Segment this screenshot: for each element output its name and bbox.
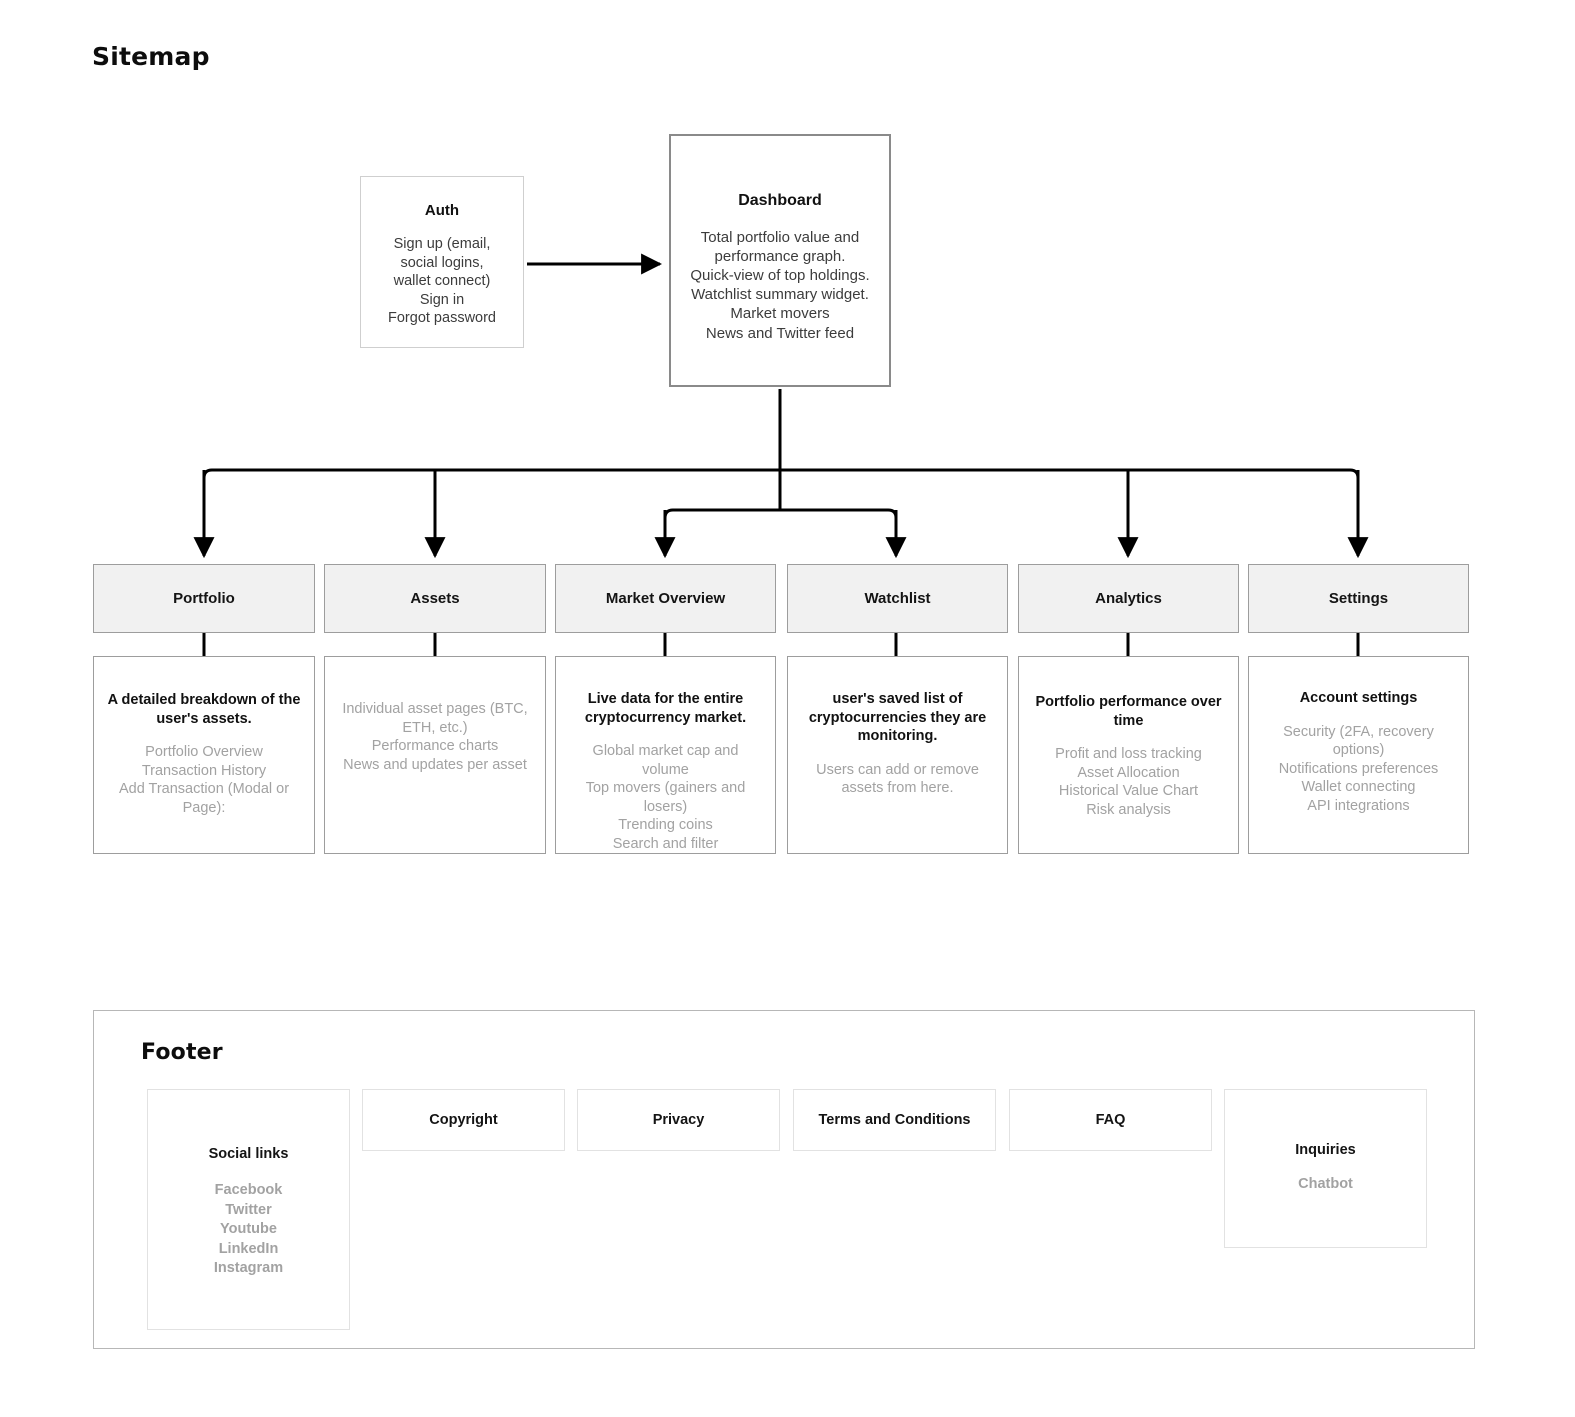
dashboard-line: News and Twitter feed	[705, 324, 855, 342]
footer-title: Footer	[141, 1040, 223, 1065]
detail-line: Profit and loss tracking	[1055, 746, 1202, 763]
detail-line: Wallet connecting	[1301, 779, 1416, 796]
detail-line: Global market cap and volume	[592, 743, 739, 778]
footer-inquiries-item[interactable]: Chatbot	[1298, 1175, 1353, 1195]
detail-line: ETH, etc.)	[402, 719, 468, 736]
footer-social-links-box[interactable]: Social links Facebook Twitter Youtube Li…	[147, 1089, 350, 1330]
auth-line: social logins,	[400, 254, 484, 271]
social-link-youtube[interactable]: Youtube	[220, 1221, 277, 1238]
detail-line: Asset Allocation	[1077, 764, 1180, 781]
footer-link-privacy[interactable]: Privacy	[577, 1089, 780, 1151]
chatbot-link[interactable]: Chatbot	[1298, 1176, 1353, 1192]
section-detail-assets[interactable]: Individual asset pages (BTC, ETH, etc.) …	[324, 656, 546, 854]
social-link-facebook[interactable]: Facebook	[214, 1182, 283, 1198]
footer-link-label: Privacy	[652, 1112, 705, 1128]
footer-link-terms-and-conditions[interactable]: Terms and Conditions	[793, 1089, 996, 1151]
detail-line: Users can add or remove	[816, 761, 979, 778]
detail-body: Security (2FA, recovery options) Notific…	[1279, 723, 1439, 816]
auth-line: Sign up (email,	[393, 236, 491, 253]
section-detail-watchlist[interactable]: user's saved list of cryptocurrencies th…	[787, 656, 1008, 854]
detail-title: Live data for the entire cryptocurrency …	[584, 691, 747, 726]
footer-social-label: Social links	[208, 1146, 289, 1162]
edge-secondary-bus	[663, 508, 898, 522]
detail-line: Top movers (gainers and	[585, 780, 746, 797]
node-auth-title: Auth	[424, 202, 460, 219]
social-link-linkedin[interactable]: LinkedIn	[218, 1240, 279, 1257]
node-auth-body: Sign up (email, social logins, wallet co…	[388, 235, 496, 328]
section-detail-analytics[interactable]: Portfolio performance over time Profit a…	[1018, 656, 1239, 854]
detail-body: Profit and loss tracking Asset Allocatio…	[1055, 745, 1202, 819]
detail-line: Risk analysis	[1086, 801, 1171, 818]
footer-inquiries-label: Inquiries	[1295, 1142, 1356, 1158]
detail-line: assets from here.	[841, 780, 954, 797]
detail-line: News and updates per asset	[343, 756, 527, 773]
node-dashboard[interactable]: Dashboard Total portfolio value and perf…	[669, 134, 891, 387]
auth-line: Sign in	[419, 291, 465, 308]
footer-link-label: Terms and Conditions	[818, 1112, 971, 1128]
social-link-twitter[interactable]: Twitter	[225, 1201, 272, 1218]
detail-line: Notifications preferences	[1278, 760, 1439, 777]
detail-line: losers)	[643, 798, 688, 815]
detail-line: API integrations	[1307, 797, 1410, 814]
footer-inquiries-box[interactable]: Inquiries Chatbot	[1224, 1089, 1427, 1248]
detail-line: Transaction History	[141, 762, 267, 779]
node-dashboard-body: Total portfolio value and performance gr…	[690, 228, 869, 343]
detail-title: A detailed breakdown of the user's asset…	[107, 692, 301, 727]
footer-social-list: Facebook Twitter Youtube LinkedIn Instag…	[214, 1181, 283, 1279]
footer-link-label: Copyright	[429, 1112, 498, 1128]
detail-body: Individual asset pages (BTC, ETH, etc.) …	[342, 700, 527, 774]
section-header-watchlist[interactable]: Watchlist	[787, 564, 1008, 633]
detail-line: options)	[1332, 742, 1385, 759]
detail-line: Trending coins	[618, 817, 713, 834]
detail-line: Individual asset pages (BTC,	[342, 701, 528, 717]
node-auth[interactable]: Auth Sign up (email, social logins, wall…	[360, 176, 524, 348]
section-detail-settings[interactable]: Account settings Security (2FA, recovery…	[1248, 656, 1469, 854]
dashboard-line: performance graph.	[714, 247, 846, 265]
section-header-assets[interactable]: Assets	[324, 564, 546, 633]
detail-title: user's saved list of cryptocurrencies th…	[808, 691, 987, 745]
edge-main-bus	[202, 468, 1360, 482]
footer-link-faq[interactable]: FAQ	[1009, 1089, 1212, 1151]
detail-line: Page):	[182, 799, 226, 816]
dashboard-line: Watchlist summary widget.	[691, 286, 869, 304]
detail-title: Portfolio performance over time	[1035, 694, 1222, 729]
node-dashboard-title: Dashboard	[738, 192, 822, 209]
section-header-market-overview[interactable]: Market Overview	[555, 564, 776, 633]
section-header-portfolio[interactable]: Portfolio	[93, 564, 315, 633]
auth-line: wallet connect)	[393, 273, 491, 290]
footer-container: Footer Social links Facebook Twitter You…	[93, 1010, 1475, 1349]
footer-link-copyright[interactable]: Copyright	[362, 1089, 565, 1151]
section-header-settings[interactable]: Settings	[1248, 564, 1469, 633]
footer-link-label: FAQ	[1095, 1112, 1126, 1128]
detail-body: Portfolio Overview Transaction History A…	[119, 743, 289, 817]
detail-line: Security (2FA, recovery	[1283, 723, 1434, 740]
detail-body: Users can add or remove assets from here…	[816, 761, 979, 798]
section-detail-portfolio[interactable]: A detailed breakdown of the user's asset…	[93, 656, 315, 854]
section-header-analytics[interactable]: Analytics	[1018, 564, 1239, 633]
detail-title: Account settings	[1299, 690, 1418, 706]
auth-line: Forgot password	[388, 310, 496, 327]
section-detail-market-overview[interactable]: Live data for the entire cryptocurrency …	[555, 656, 776, 854]
detail-line: Add Transaction (Modal or	[118, 781, 290, 798]
social-link-instagram[interactable]: Instagram	[213, 1260, 284, 1277]
dashboard-line: Total portfolio value and	[700, 228, 860, 246]
dashboard-line: Quick-view of top holdings.	[690, 266, 870, 284]
dashboard-line: Market movers	[730, 305, 830, 323]
detail-body: Global market cap and volume Top movers …	[568, 742, 763, 853]
detail-line: Historical Value Chart	[1058, 783, 1199, 800]
detail-line: Search and filter	[612, 835, 719, 852]
page-title: Sitemap	[92, 42, 210, 71]
detail-line: Portfolio Overview	[145, 744, 263, 761]
detail-line: Performance charts	[371, 738, 499, 755]
